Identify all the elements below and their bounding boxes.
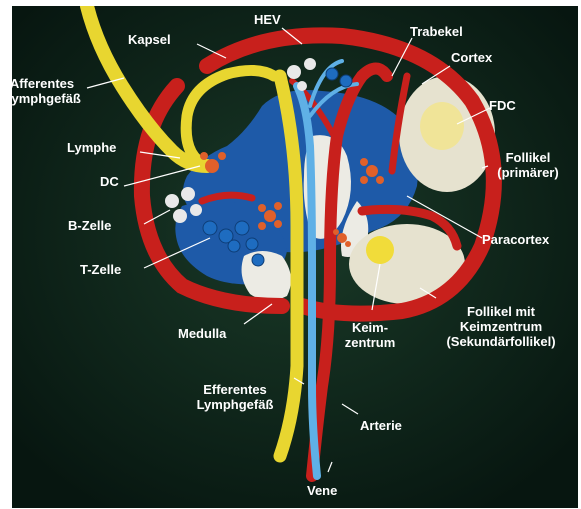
label-dc: DC — [100, 174, 119, 189]
fdc-patch — [420, 102, 464, 150]
label-arterie: Arterie — [360, 418, 402, 433]
label-follikel-keimzentrum: Follikel mit Keimzentrum (Sekundärfollik… — [432, 304, 570, 349]
label-keimzentrum: Keim- zentrum — [340, 320, 400, 350]
label-fdc: FDC — [489, 98, 516, 113]
label-kapsel: Kapsel — [128, 32, 171, 47]
label-follikel-keim-line3: (Sekundärfollikel) — [432, 334, 570, 349]
label-efferentes-line2: Lymphgefäß — [178, 397, 292, 412]
label-afferentes-lymphgefaess: Afferentes Lymphgefäß — [4, 76, 80, 106]
label-keimzentrum-line2: zentrum — [340, 335, 400, 350]
label-trabekel: Trabekel — [410, 24, 463, 39]
label-follikel-keim-line1: Follikel mit — [432, 304, 570, 319]
label-afferentes-line1: Afferentes — [4, 76, 80, 91]
label-efferentes-lymphgefaess: Efferentes Lymphgefäß — [178, 382, 292, 412]
label-t-zelle: T-Zelle — [80, 262, 121, 277]
lymph-node-diagram — [12, 6, 578, 508]
label-medulla: Medulla — [178, 326, 226, 341]
label-hev: HEV — [254, 12, 281, 27]
label-lymphe: Lymphe — [67, 140, 116, 155]
label-keimzentrum-line1: Keim- — [340, 320, 400, 335]
label-follikel-primaer-line2: (primärer) — [488, 165, 568, 180]
label-b-zelle: B-Zelle — [68, 218, 111, 233]
label-efferentes-line1: Efferentes — [178, 382, 292, 397]
label-follikel-keim-line2: Keimzentrum — [432, 319, 570, 334]
label-afferentes-line2: Lymphgefäß — [4, 91, 80, 106]
germinal-center — [366, 236, 394, 264]
label-follikel-primaer: Follikel (primärer) — [488, 150, 568, 180]
label-cortex: Cortex — [451, 50, 492, 65]
label-follikel-primaer-line1: Follikel — [488, 150, 568, 165]
label-paracortex: Paracortex — [482, 232, 549, 247]
label-vene: Vene — [307, 483, 337, 498]
